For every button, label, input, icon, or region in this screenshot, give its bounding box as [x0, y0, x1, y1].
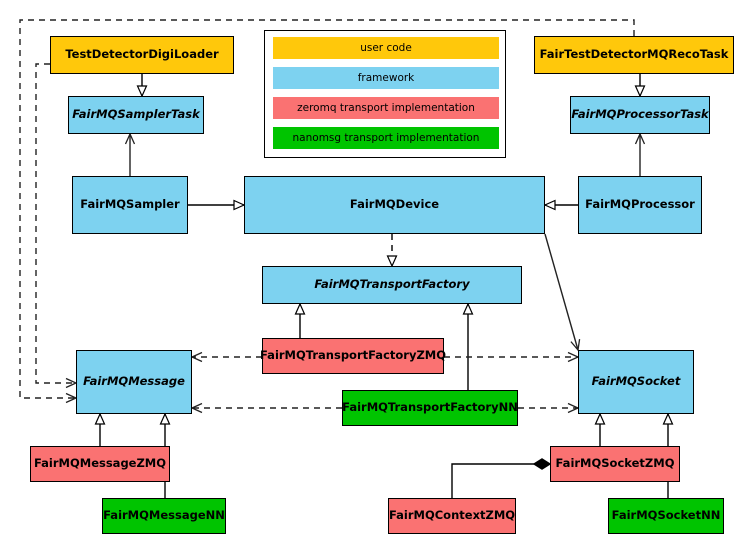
class-node-fairmqsampler[interactable]: FairMQSampler: [72, 176, 188, 234]
class-label: FairMQMessageZMQ: [33, 456, 167, 471]
class-label: FairMQMessageNN: [103, 508, 225, 523]
class-label: FairMQProcessor: [585, 197, 695, 212]
class-label: FairMQTransportFactoryZMQ: [260, 348, 447, 363]
class-node-fairmqmessage[interactable]: FairMQMessage: [76, 350, 192, 414]
legend-item-zeromq: zeromq transport implementation: [273, 97, 499, 119]
class-node-fairmqsocketnn[interactable]: FairMQSocketNN: [608, 498, 724, 534]
class-label: FairTestDetectorMQRecoTask: [539, 47, 729, 62]
class-node-fairmqsocket[interactable]: FairMQSocket: [578, 350, 694, 414]
class-label: FairMQTransportFactoryNN: [342, 400, 518, 415]
legend-item-nanomsg: nanomsg transport implementation: [273, 127, 499, 149]
class-label: FairMQSamplerTask: [72, 107, 200, 122]
legend-label-zeromq: zeromq transport implementation: [297, 102, 475, 114]
legend-label-framework: framework: [357, 72, 415, 84]
legend-item-framework: framework: [273, 67, 499, 89]
edge-contextzmq-to-socketzmq: [451, 458, 552, 498]
edge-digiloader-to-message: [35, 63, 78, 389]
class-label: FairMQTransportFactory: [314, 277, 470, 292]
class-node-fairmqprocessor[interactable]: FairMQProcessor: [578, 176, 702, 234]
edge-recotask-to-message: [19, 19, 635, 404]
class-node-fairmqdevice[interactable]: FairMQDevice: [244, 176, 545, 234]
class-node-fairmqprocessortask[interactable]: FairMQProcessorTask: [570, 96, 710, 134]
class-node-fairmqmessagezmq[interactable]: FairMQMessageZMQ: [30, 446, 170, 482]
class-label: FairMQMessage: [83, 374, 185, 389]
legend-label-nanomsg: nanomsg transport implementation: [292, 132, 480, 144]
class-node-fairmqtransportfactoryzmq[interactable]: FairMQTransportFactoryZMQ: [260, 338, 447, 374]
class-node-testdetectordigiloader[interactable]: TestDetectorDigiLoader: [50, 36, 234, 74]
class-label: FairMQDevice: [349, 197, 440, 212]
class-label: FairMQProcessorTask: [571, 107, 709, 122]
class-node-fairmqsocketzmq[interactable]: FairMQSocketZMQ: [550, 446, 680, 482]
class-label: TestDetectorDigiLoader: [65, 47, 219, 62]
class-node-fairmqmessagenn[interactable]: FairMQMessageNN: [102, 498, 226, 534]
class-node-fairmqcontextzmq[interactable]: FairMQContextZMQ: [388, 498, 516, 534]
class-node-fairmqtransportfactory[interactable]: FairMQTransportFactory: [262, 266, 522, 304]
class-label: FairMQContextZMQ: [388, 508, 516, 523]
edge-device-to-socket: [544, 233, 581, 352]
class-node-fairtestdetectormqrecotask[interactable]: FairTestDetectorMQRecoTask: [534, 36, 734, 74]
class-node-fairmqsamplertask[interactable]: FairMQSamplerTask: [68, 96, 204, 134]
legend-item-user-code: user code: [273, 37, 499, 59]
class-label: FairMQSocketZMQ: [555, 456, 675, 471]
legend-label-user-code: user code: [360, 42, 412, 54]
class-label: FairMQSocketNN: [611, 508, 721, 523]
legend-panel: user code framework zeromq transport imp…: [264, 30, 506, 158]
class-label: FairMQSampler: [80, 197, 180, 212]
class-node-fairmqtransportfactorynn[interactable]: FairMQTransportFactoryNN: [342, 390, 518, 426]
class-label: FairMQSocket: [591, 374, 681, 389]
